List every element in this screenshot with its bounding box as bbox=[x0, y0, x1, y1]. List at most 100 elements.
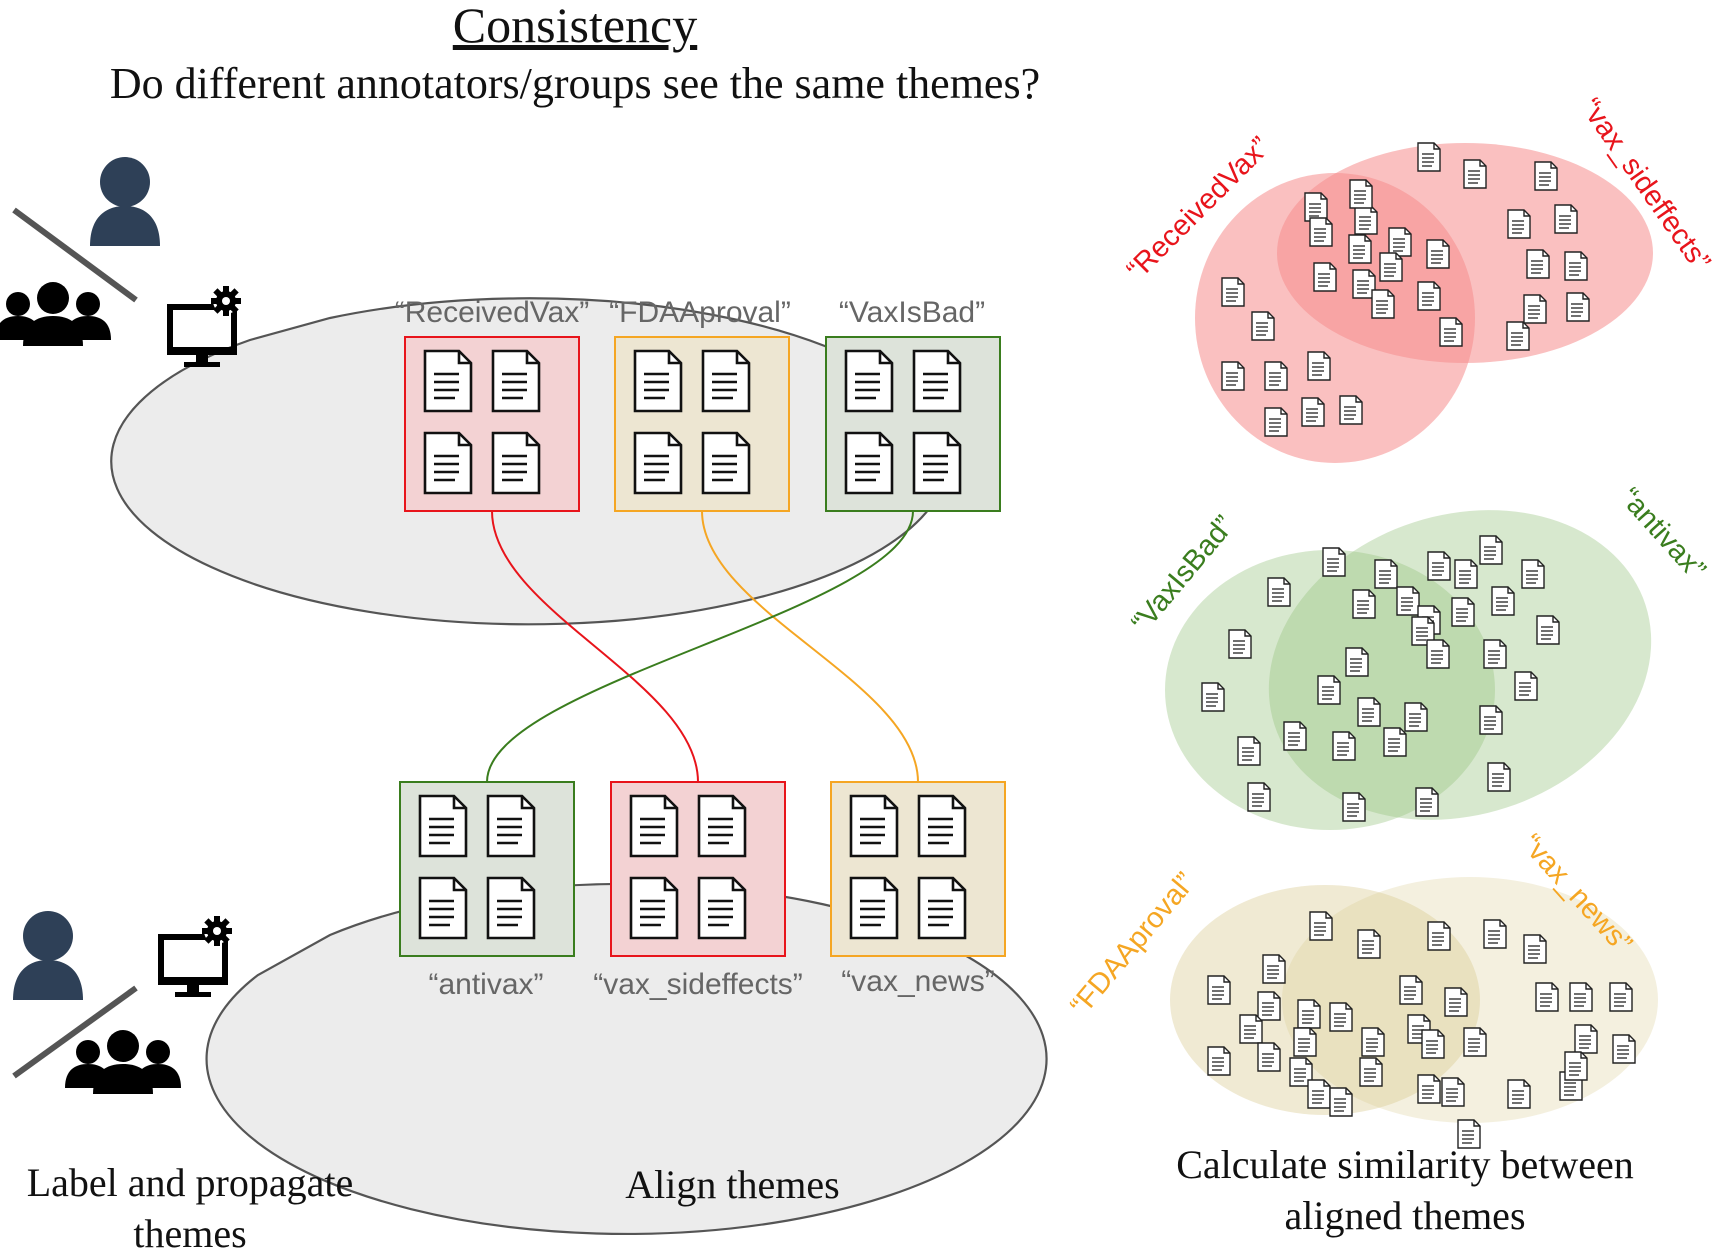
venn-green: “VaxIsBad”“antivax” bbox=[1125, 482, 1712, 830]
document-icon bbox=[1463, 1027, 1487, 1057]
document-icon bbox=[1483, 639, 1507, 669]
document-icon bbox=[1313, 262, 1337, 292]
document-icon bbox=[1415, 787, 1439, 817]
computer-gear-icon bbox=[167, 286, 241, 367]
document-icon bbox=[1564, 251, 1588, 281]
person-icon bbox=[13, 911, 83, 1000]
annotator-group-2 bbox=[12, 911, 232, 1094]
document-icon bbox=[1207, 975, 1231, 1005]
document-icon bbox=[1383, 727, 1407, 757]
annotator-group-1 bbox=[0, 157, 241, 367]
document-icon bbox=[1257, 991, 1281, 1021]
document-icon bbox=[849, 876, 899, 940]
document-icon bbox=[1487, 762, 1511, 792]
document-icon bbox=[486, 876, 536, 940]
document-icon bbox=[1221, 361, 1245, 391]
theme-ellipse bbox=[1268, 510, 1652, 820]
document-icon bbox=[491, 349, 541, 413]
document-icon bbox=[629, 794, 679, 858]
person-icon bbox=[90, 157, 160, 246]
document-icon bbox=[1237, 736, 1261, 766]
top-theme-box-0: “ReceivedVax” bbox=[395, 296, 589, 512]
document-icon bbox=[1307, 351, 1331, 381]
bottom-theme-box-2: “vax_news” bbox=[830, 781, 1006, 998]
document-icon bbox=[1228, 629, 1252, 659]
document-icon bbox=[1507, 209, 1531, 239]
theme-similarity-venns: “ReceivedVax”“vax_sideffects”“VaxIsBad”“… bbox=[1064, 93, 1717, 1149]
document-icon bbox=[1262, 954, 1286, 984]
document-icon bbox=[1491, 586, 1515, 616]
theme-label: “VaxIsBad” bbox=[839, 296, 985, 329]
document-icon bbox=[1514, 671, 1538, 701]
document-icon bbox=[423, 431, 473, 495]
document-icon bbox=[633, 349, 683, 413]
document-icon bbox=[1332, 731, 1356, 761]
alignment-line bbox=[486, 510, 914, 783]
theme-label: “FDAAproval” bbox=[609, 296, 791, 329]
document-icon bbox=[1564, 1051, 1588, 1081]
document-icon bbox=[701, 349, 751, 413]
document-icon bbox=[1444, 987, 1468, 1017]
document-icon bbox=[1251, 311, 1275, 341]
group-icon bbox=[0, 282, 111, 346]
document-icon bbox=[1388, 227, 1412, 257]
venn-right-label: “antivax” bbox=[1614, 482, 1712, 586]
document-icon bbox=[1207, 1046, 1231, 1076]
document-icon bbox=[1426, 239, 1450, 269]
document-icon bbox=[1339, 395, 1363, 425]
document-icon bbox=[1396, 586, 1420, 616]
document-icon bbox=[1417, 1074, 1441, 1104]
document-icon bbox=[917, 794, 967, 858]
document-icon bbox=[633, 431, 683, 495]
alignment-line bbox=[491, 510, 699, 783]
document-icon bbox=[1523, 294, 1547, 324]
document-icon bbox=[1352, 589, 1376, 619]
document-icon bbox=[1297, 999, 1321, 1029]
divider-line bbox=[12, 207, 138, 303]
alignment-lines bbox=[486, 510, 919, 783]
computer-gear-icon bbox=[158, 916, 232, 997]
caption-align-themes: Align themes bbox=[625, 1162, 840, 1207]
document-icon bbox=[1463, 159, 1487, 189]
document-icon bbox=[1426, 639, 1450, 669]
document-icon bbox=[1483, 919, 1507, 949]
document-icon bbox=[1417, 142, 1441, 172]
document-icon bbox=[1526, 249, 1550, 279]
document-icon bbox=[1349, 179, 1373, 209]
document-icon bbox=[1257, 1042, 1281, 1072]
document-icon bbox=[1359, 1057, 1383, 1087]
document-icon bbox=[1361, 1027, 1385, 1057]
document-icon bbox=[1427, 921, 1451, 951]
document-icon bbox=[1536, 615, 1560, 645]
document-icon bbox=[1322, 547, 1346, 577]
document-icon bbox=[1535, 982, 1559, 1012]
document-icon bbox=[486, 794, 536, 858]
document-icon bbox=[697, 876, 747, 940]
document-icon bbox=[1342, 792, 1366, 822]
group-icon bbox=[65, 1030, 181, 1094]
document-icon bbox=[1441, 1077, 1465, 1107]
document-icon bbox=[1371, 289, 1395, 319]
document-icon bbox=[1201, 682, 1225, 712]
document-icon bbox=[1404, 702, 1428, 732]
document-icon bbox=[1399, 975, 1423, 1005]
document-icon bbox=[418, 794, 468, 858]
document-icon bbox=[1612, 1034, 1636, 1064]
venn-orange: “FDAAproval”“vax_news” bbox=[1064, 828, 1658, 1149]
top-theme-box-1: “FDAAproval” bbox=[609, 296, 791, 512]
bottom-theme-box-0: “antivax” bbox=[399, 781, 575, 1001]
document-icon bbox=[1554, 204, 1578, 234]
document-icon bbox=[1521, 559, 1545, 589]
theme-label: “vax_sideffects” bbox=[593, 968, 803, 1001]
document-icon bbox=[418, 876, 468, 940]
document-icon bbox=[1357, 929, 1381, 959]
top-theme-box-2: “VaxIsBad” bbox=[825, 296, 1001, 512]
theme-label: “vax_news” bbox=[841, 965, 994, 998]
document-icon bbox=[1421, 1029, 1445, 1059]
document-icon bbox=[1239, 1014, 1263, 1044]
document-icon bbox=[912, 349, 962, 413]
document-icon bbox=[1507, 1079, 1531, 1109]
document-icon bbox=[1479, 535, 1503, 565]
